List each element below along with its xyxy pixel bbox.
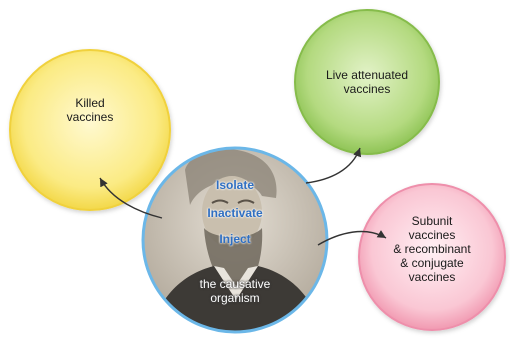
causative-organism-label: the causative organism (180, 277, 290, 305)
live-label-line-1: Live attenuated (325, 68, 409, 82)
portrait-image (143, 148, 327, 332)
step-inject: Inject (219, 232, 251, 246)
arrow-to-subunit-vaccines (317, 230, 387, 246)
arrow-to-killed-vaccines (99, 177, 163, 219)
live-label-line-2: vaccines (343, 82, 391, 96)
subunit-label-line-4: & conjugate (400, 256, 464, 270)
subunit-label-line-3: & recombinant (393, 242, 471, 256)
step-inactivate: Inactivate (207, 206, 263, 220)
killed-vaccines-circle (9, 49, 171, 211)
organism-line-2: organism (210, 291, 260, 305)
subunit-vaccines-label: Subunit vaccines & recombinant & conjuga… (377, 214, 487, 284)
live-attenuated-circle (294, 9, 440, 155)
arrow-to-live-attenuated (305, 147, 362, 184)
step-isolate: Isolate (215, 178, 254, 192)
subunit-vaccines-circle (358, 183, 506, 331)
killed-label-line-1: Killed (75, 96, 105, 110)
subunit-label-line-5: vaccines (408, 270, 456, 284)
organism-line-1: the causative (199, 277, 271, 291)
killed-label-line-2: vaccines (66, 110, 114, 124)
killed-vaccines-label: Killed vaccines (40, 96, 140, 124)
live-attenuated-label: Live attenuated vaccines (307, 68, 427, 96)
subunit-label-line-2: vaccines (408, 228, 456, 242)
subunit-label-line-1: Subunit (411, 214, 453, 228)
